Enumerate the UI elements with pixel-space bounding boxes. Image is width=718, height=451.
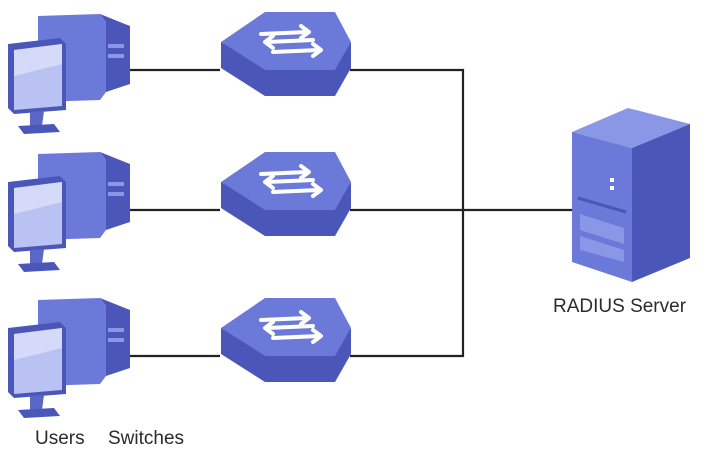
switches-label: Switches	[108, 428, 185, 449]
desktop-computer-icon	[8, 298, 130, 418]
network-switch-icon	[219, 150, 353, 238]
users-label: Users	[35, 428, 85, 449]
desktop-computer-icon	[8, 152, 130, 272]
desktop-computer-icon	[8, 14, 130, 134]
network-switch-icon	[219, 10, 353, 98]
network-switch-icon	[219, 296, 353, 384]
link-switch3-trunk	[350, 210, 465, 358]
network-links	[122, 68, 572, 358]
server-tower-icon	[572, 108, 690, 282]
link-switch1-trunk	[350, 68, 465, 210]
radius-server-label: RADIUS Server	[553, 296, 687, 317]
